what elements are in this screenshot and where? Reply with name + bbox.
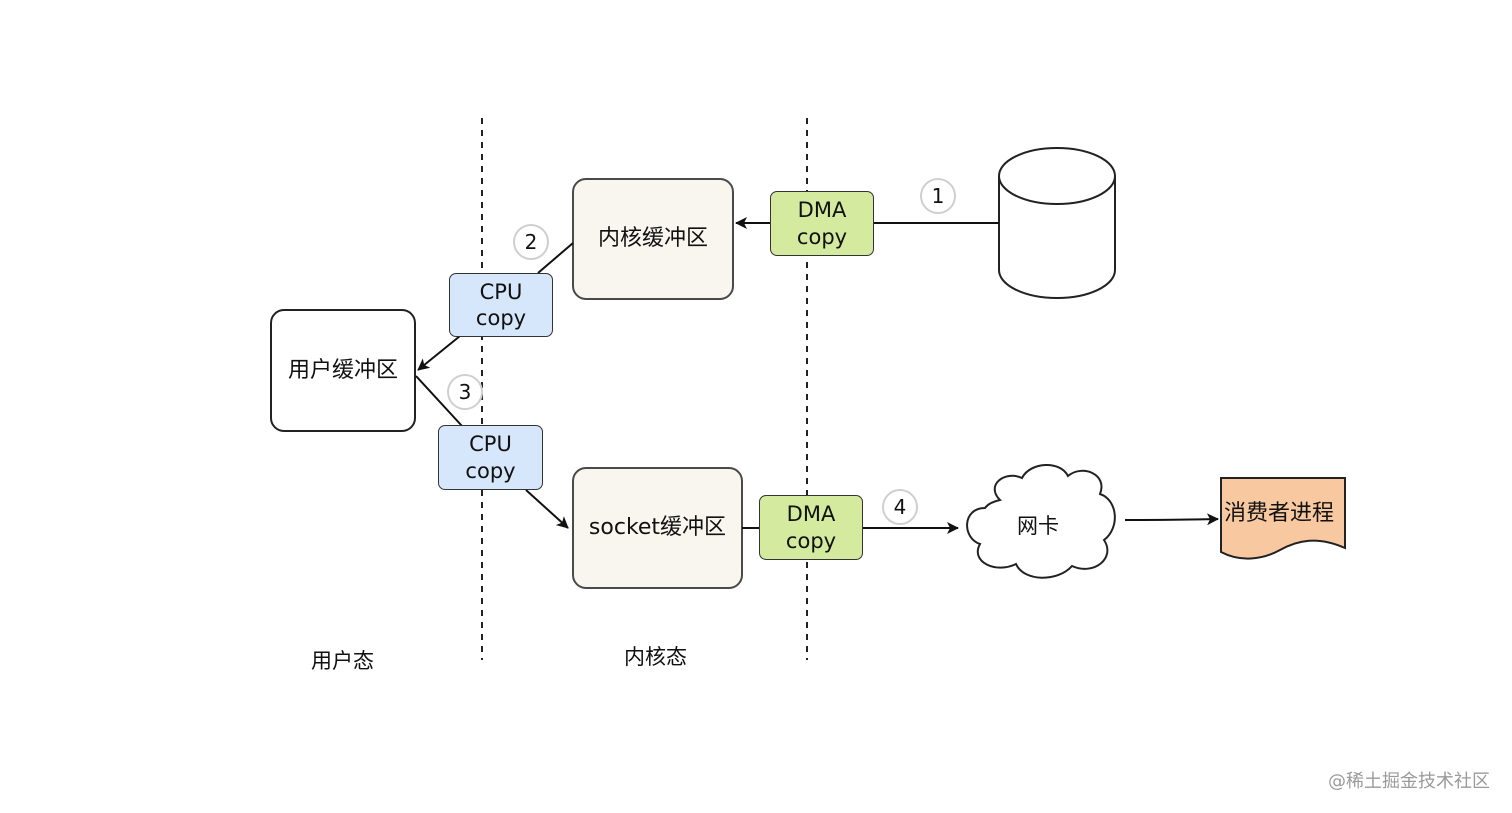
nic-label: 网卡	[1017, 514, 1059, 538]
step-1-marker: 1	[920, 178, 956, 214]
cpu-to-socket-buffer-arrow	[525, 489, 569, 529]
network-cloud-shape	[966, 463, 1116, 579]
consumer-process-label: 消费者进程	[1224, 501, 1335, 526]
kernel-buffer-to-cpu-line	[537, 242, 574, 274]
user-buffer-to-cpu-line	[415, 375, 463, 427]
user-buffer-label: 用户缓冲区	[287, 357, 398, 383]
dma-copy-send-tag: DMA copy	[759, 495, 863, 560]
nic-to-consumer-arrow	[1124, 513, 1219, 526]
cpu-copy-read-line1: CPU	[479, 279, 523, 304]
cpu-copy-write-tag: CPU copy	[438, 425, 543, 490]
step-2-marker: 2	[513, 224, 549, 260]
dma-copy-read-tag: DMA copy	[770, 191, 874, 256]
user-buffer: 用户缓冲区	[270, 309, 416, 432]
socket-buffer: socket缓冲区	[572, 467, 743, 589]
cpu-copy-write-line1: CPU	[469, 432, 512, 457]
dma-copy-send-line2: copy	[785, 528, 837, 553]
cpu-copy-read-line2: copy	[475, 306, 527, 330]
dma-copy-read-line2: copy	[796, 224, 848, 249]
watermark: @稀土掘金技术社区	[1328, 771, 1490, 792]
step-4-marker: 4	[882, 489, 918, 525]
consumer-process-shape	[1220, 477, 1346, 560]
step-3-marker: 3	[447, 374, 483, 410]
cpu-to-user-buffer-arrow	[417, 335, 461, 371]
user-mode-label: 用户态	[311, 649, 374, 673]
dma-copy-send-line1: DMA	[786, 502, 836, 527]
dma-copy-read-line1: DMA	[797, 198, 847, 223]
kernel-buffer-label: 内核缓冲区	[597, 226, 708, 252]
socket-buffer-label: socket缓冲区	[588, 515, 727, 541]
kernel-mode-label: 内核态	[624, 645, 687, 669]
kernel-buffer: 内核缓冲区	[572, 178, 734, 300]
cpu-copy-read-tag: CPU copy	[449, 273, 553, 337]
disk-icon	[998, 147, 1116, 299]
cpu-copy-write-line2: copy	[465, 458, 516, 483]
